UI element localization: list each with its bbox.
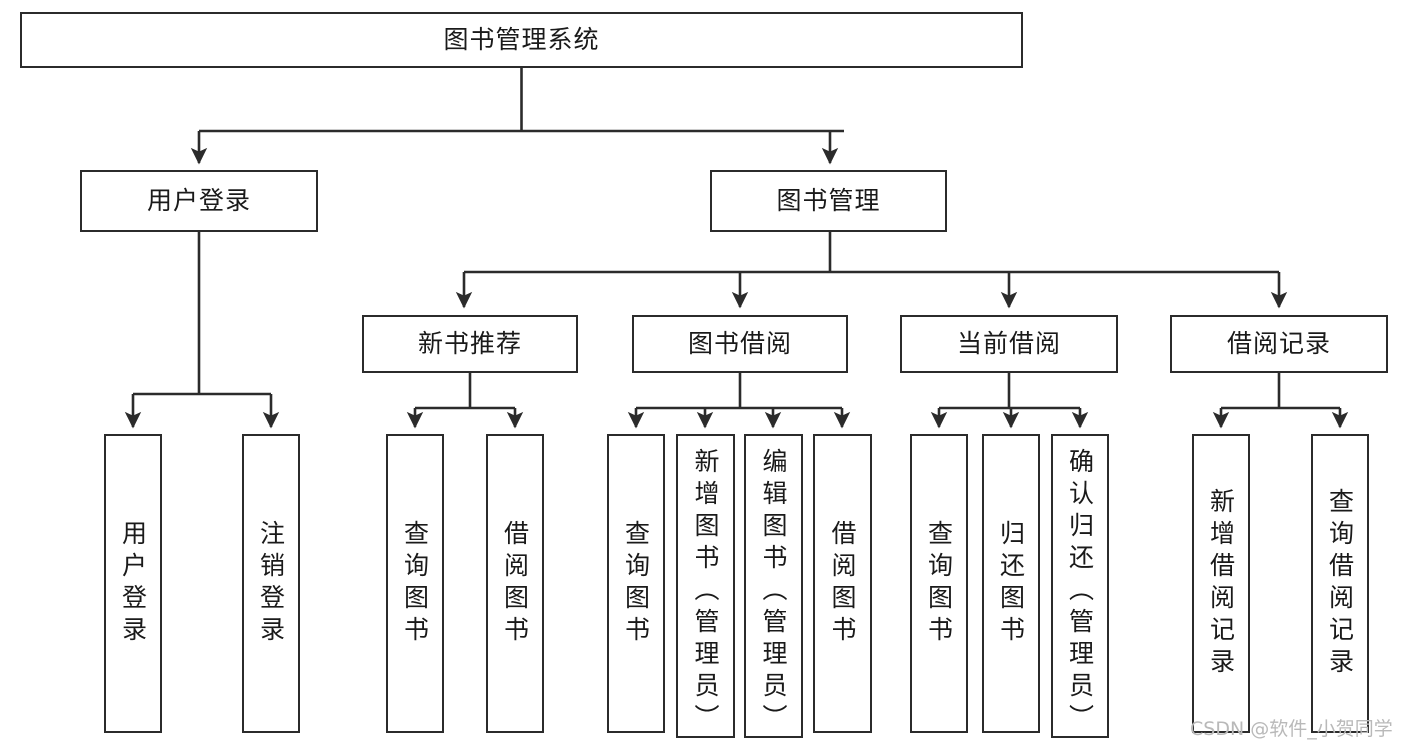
leaf-user-login-label: 用户登录 xyxy=(118,519,148,648)
leaf-query-book-current[interactable]: 查询图书 xyxy=(910,434,968,733)
leaf-confirm-return-admin[interactable]: 确认归还（管理员） xyxy=(1051,434,1109,738)
leaf-borrow-book-new[interactable]: 借阅图书 xyxy=(486,434,544,733)
node-current-borrow[interactable]: 当前借阅 xyxy=(900,315,1118,373)
leaf-logout-label: 注销登录 xyxy=(256,519,286,648)
leaf-query-book-new-label: 查询图书 xyxy=(400,519,430,648)
leaf-query-book-borrow[interactable]: 查询图书 xyxy=(607,434,665,733)
leaf-add-book-admin-label: 新增图书（管理员） xyxy=(691,448,720,736)
node-new-book-recommend[interactable]: 新书推荐 xyxy=(362,315,578,373)
leaf-edit-book-admin[interactable]: 编辑图书（管理员） xyxy=(744,434,803,738)
leaf-add-book-admin[interactable]: 新增图书（管理员） xyxy=(676,434,735,738)
leaf-return-book[interactable]: 归还图书 xyxy=(982,434,1040,733)
node-borrow-record-label: 借阅记录 xyxy=(1226,329,1331,359)
node-root-label: 图书管理系统 xyxy=(443,25,600,55)
node-current-borrow-label: 当前借阅 xyxy=(956,329,1061,359)
leaf-add-borrow-record[interactable]: 新增借阅记录 xyxy=(1192,434,1250,733)
leaf-query-book-borrow-label: 查询图书 xyxy=(621,519,651,648)
leaf-logout[interactable]: 注销登录 xyxy=(242,434,300,733)
leaf-borrow-book-borrow[interactable]: 借阅图书 xyxy=(813,434,872,733)
leaf-edit-book-admin-label: 编辑图书（管理员） xyxy=(759,448,788,736)
node-root[interactable]: 图书管理系统 xyxy=(20,12,1023,68)
node-new-book-recommend-label: 新书推荐 xyxy=(417,329,522,359)
node-book-borrow-label: 图书借阅 xyxy=(687,329,792,359)
csdn-watermark: CSDN @软件_小贺同学 xyxy=(1190,718,1393,740)
node-user-login[interactable]: 用户登录 xyxy=(80,170,318,232)
leaf-add-borrow-record-label: 新增借阅记录 xyxy=(1206,487,1236,680)
leaf-return-book-label: 归还图书 xyxy=(996,519,1026,648)
leaf-query-borrow-record-label: 查询借阅记录 xyxy=(1325,487,1355,680)
leaf-query-book-new[interactable]: 查询图书 xyxy=(386,434,444,733)
leaf-user-login[interactable]: 用户登录 xyxy=(104,434,162,733)
node-borrow-record[interactable]: 借阅记录 xyxy=(1170,315,1388,373)
leaf-query-borrow-record[interactable]: 查询借阅记录 xyxy=(1311,434,1369,733)
leaf-borrow-book-borrow-label: 借阅图书 xyxy=(828,519,857,648)
node-book-management-label: 图书管理 xyxy=(776,186,881,216)
leaf-borrow-book-new-label: 借阅图书 xyxy=(500,519,530,648)
node-book-management[interactable]: 图书管理 xyxy=(710,170,947,232)
leaf-query-book-current-label: 查询图书 xyxy=(924,519,954,648)
leaf-confirm-return-admin-label: 确认归还（管理员） xyxy=(1065,448,1095,736)
node-book-borrow[interactable]: 图书借阅 xyxy=(632,315,848,373)
node-user-login-label: 用户登录 xyxy=(146,186,251,216)
